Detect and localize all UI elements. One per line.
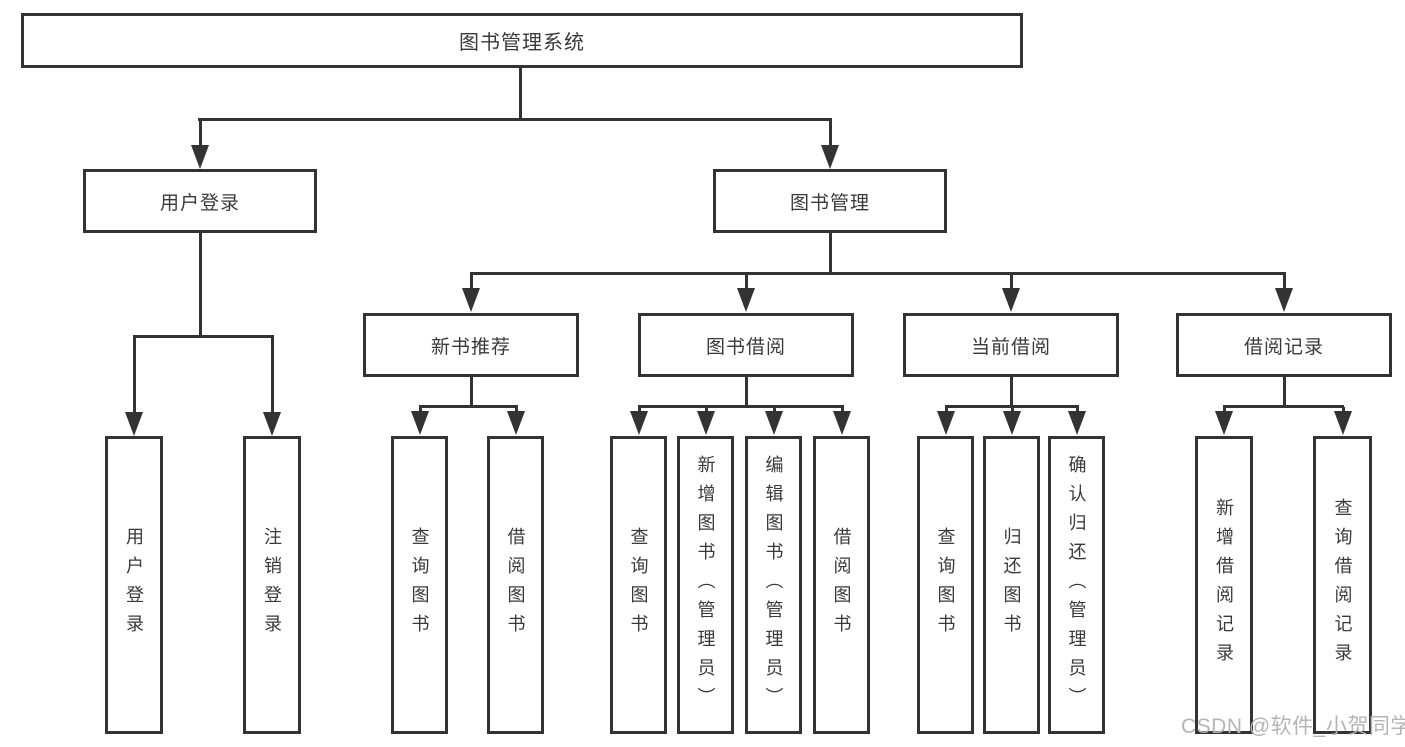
- arrow-down-icon: [1334, 411, 1352, 435]
- arrow-down-icon: [737, 288, 755, 312]
- arrow-down-icon: [507, 411, 525, 435]
- arrow-down-icon: [1002, 288, 1020, 312]
- connector-root-stem: [519, 68, 522, 121]
- node-leaf-borrow-books: 借阅图书: [813, 436, 870, 734]
- arrow-down-icon: [191, 145, 209, 169]
- node-leaf-confirm-return-admin: 确认归还（管理员）: [1048, 436, 1105, 734]
- connector-user-login-rail: [133, 335, 274, 338]
- node-leaf-user-login: 用户登录: [105, 436, 163, 734]
- arrow-down-icon: [1215, 411, 1233, 435]
- node-leaf-logout: 注销登录: [243, 436, 301, 734]
- arrow-down-icon: [125, 412, 143, 436]
- arrow-down-icon: [462, 288, 480, 312]
- arrow-down-icon: [411, 411, 429, 435]
- connector-drop-borrow-records: [1283, 274, 1286, 290]
- node-leaf-add-books-admin: 新增图书（管理员）: [677, 436, 734, 734]
- arrow-down-icon: [821, 145, 839, 169]
- node-current-borrowing: 当前借阅: [903, 313, 1119, 377]
- node-library-management-system: 图书管理系统: [21, 13, 1023, 68]
- arrow-down-icon: [697, 411, 715, 435]
- csdn-watermark: CSDN @软件_小贺同学: [1181, 715, 1405, 738]
- connector-drop-book-borrow: [745, 274, 748, 290]
- arrow-down-icon: [1275, 288, 1293, 312]
- connector-drop-book-management: [829, 120, 832, 148]
- connector-book-borrow-rail: [638, 405, 844, 408]
- connector-drop-leaf-logout: [271, 337, 274, 413]
- arrow-down-icon: [1003, 411, 1021, 435]
- connector-drop-user-login: [199, 120, 202, 148]
- connector-book-mgmt-rail: [470, 272, 1286, 275]
- connector-current-borrow-rail: [945, 405, 1079, 408]
- node-leaf-return-books: 归还图书: [983, 436, 1040, 734]
- arrow-down-icon: [765, 411, 783, 435]
- node-borrowing-records: 借阅记录: [1176, 313, 1392, 377]
- node-leaf-edit-books-admin: 编辑图书（管理员）: [745, 436, 802, 734]
- arrow-down-icon: [937, 411, 955, 435]
- arrow-down-icon: [1068, 411, 1086, 435]
- connector-borrow-records-stem: [1283, 377, 1286, 408]
- connector-borrow-records-rail: [1223, 405, 1344, 408]
- node-leaf-query-books-borrowing: 查询图书: [610, 436, 667, 734]
- arrow-down-icon: [630, 411, 648, 435]
- connector-user-login-stem: [199, 233, 202, 337]
- connector-drop-current-borrow: [1010, 274, 1013, 290]
- connector-current-borrow-stem: [1010, 377, 1013, 408]
- node-leaf-query-books-current: 查询图书: [917, 436, 974, 734]
- arrow-down-icon: [833, 411, 851, 435]
- connector-book-mgmt-stem: [829, 233, 832, 275]
- connector-drop-leaf-user-login: [133, 337, 136, 413]
- node-leaf-borrow-books-recommend: 借阅图书: [487, 436, 544, 734]
- connector-new-book-rec-stem: [470, 377, 473, 408]
- arrow-down-icon: [263, 412, 281, 436]
- node-user-login: 用户登录: [83, 169, 317, 233]
- node-new-book-recommendation: 新书推荐: [363, 313, 579, 377]
- node-leaf-query-borrow-record: 查询借阅记录: [1313, 436, 1372, 734]
- node-book-borrowing: 图书借阅: [638, 313, 854, 377]
- connector-root-rail: [198, 118, 832, 121]
- connector-drop-new-book-rec: [470, 274, 473, 290]
- connector-book-borrow-stem: [745, 377, 748, 408]
- node-leaf-add-borrow-record: 新增借阅记录: [1195, 436, 1253, 734]
- node-leaf-query-books-recommend: 查询图书: [391, 436, 448, 734]
- node-book-management: 图书管理: [713, 169, 947, 233]
- connector-new-book-rec-rail: [419, 405, 518, 408]
